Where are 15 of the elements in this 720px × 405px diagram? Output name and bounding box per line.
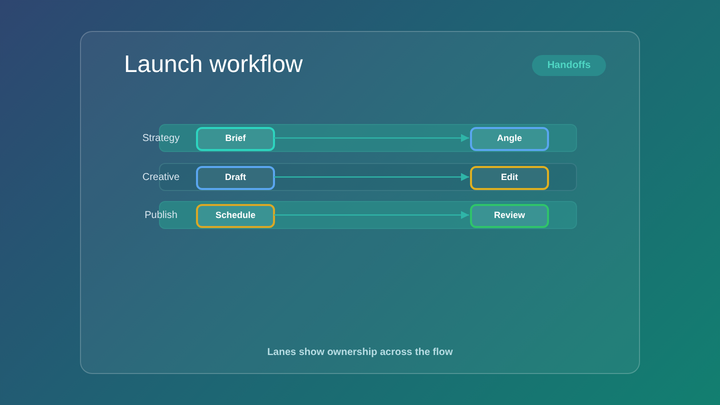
tag-pill: Handoffs: [532, 55, 606, 76]
lane-label: Strategy: [141, 132, 181, 145]
task-box: Review: [470, 204, 549, 228]
task-box: Draft: [196, 166, 275, 190]
caption: Lanes show ownership across the flow: [267, 346, 453, 360]
arrow: [274, 211, 469, 219]
title: Launch workflow: [124, 50, 303, 80]
arrow: [274, 173, 469, 181]
lane-label: Creative: [141, 171, 181, 184]
task-box: Schedule: [196, 204, 275, 228]
task-box: Brief: [196, 127, 275, 151]
task-box: Angle: [470, 127, 549, 151]
arrow: [274, 134, 469, 142]
lane-label: Publish: [144, 209, 178, 222]
task-box: Edit: [470, 166, 549, 190]
